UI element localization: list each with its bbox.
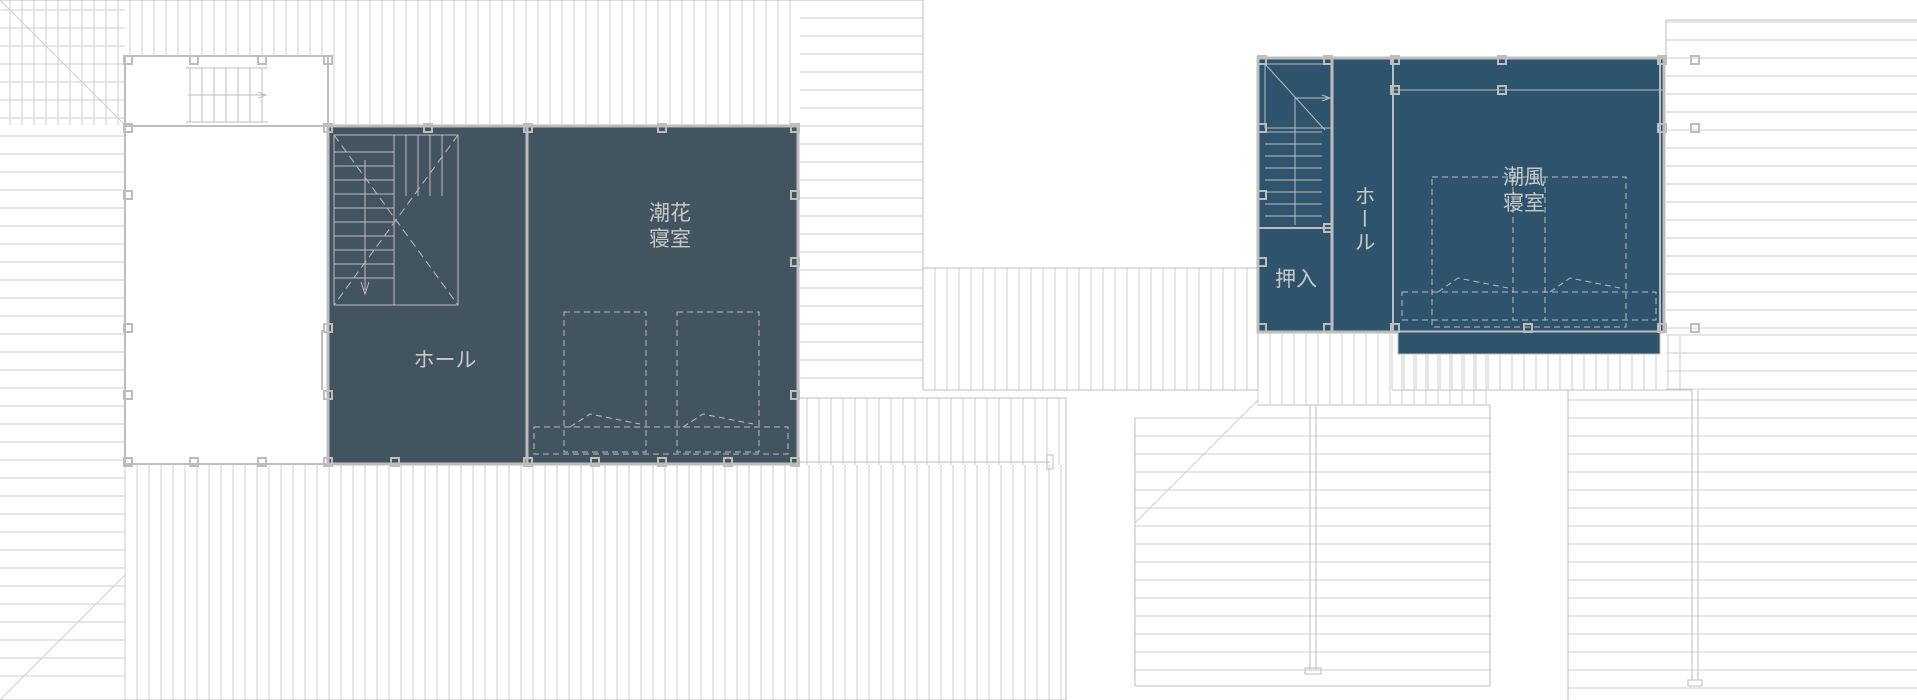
room-label-shiokaze-bedroom: 潮風 寝室 bbox=[1474, 164, 1574, 216]
column-post bbox=[590, 457, 600, 467]
stair-arrow-icon bbox=[257, 91, 268, 99]
column-post bbox=[1657, 123, 1667, 133]
stair-outline bbox=[1264, 63, 1333, 129]
column-post bbox=[1257, 323, 1267, 333]
room-label-line: 寝室 bbox=[1503, 191, 1545, 215]
column-posts bbox=[123, 55, 1700, 467]
stair-arrow-icon bbox=[1321, 94, 1332, 102]
downpipe-base bbox=[1304, 667, 1322, 675]
room-label-hall-left: ホール bbox=[413, 348, 477, 372]
column-post bbox=[1257, 190, 1267, 200]
column-post bbox=[790, 190, 800, 200]
column-post bbox=[123, 190, 133, 200]
column-post bbox=[323, 123, 333, 133]
column-post bbox=[1690, 123, 1700, 133]
column-post bbox=[1523, 323, 1533, 333]
room-label-closet: 押入 bbox=[1275, 267, 1317, 291]
column-post bbox=[1390, 55, 1400, 65]
bed-footboard bbox=[1401, 291, 1657, 321]
room-right-bay bbox=[1397, 331, 1661, 355]
column-post bbox=[1323, 323, 1333, 333]
column-post bbox=[257, 457, 267, 467]
column-post bbox=[323, 457, 333, 467]
column-post bbox=[189, 55, 199, 65]
column-post bbox=[1257, 55, 1267, 65]
rooms bbox=[124, 55, 1666, 466]
column-post bbox=[1690, 55, 1700, 65]
column-post bbox=[1497, 55, 1507, 65]
stair-bay bbox=[124, 125, 329, 465]
column-post bbox=[257, 55, 267, 65]
room-label-line: 潮花 bbox=[649, 201, 691, 225]
column-post bbox=[790, 257, 800, 267]
room-label-hall-right: ホール bbox=[1352, 184, 1376, 254]
column-post bbox=[123, 323, 133, 333]
column-post bbox=[1657, 323, 1667, 333]
column-post bbox=[323, 55, 333, 65]
bed-outline bbox=[676, 311, 760, 453]
column-post bbox=[123, 390, 133, 400]
column-post bbox=[1497, 85, 1507, 95]
column-post bbox=[657, 457, 667, 467]
bed-outline bbox=[563, 311, 647, 453]
gutter-end bbox=[1046, 454, 1054, 470]
column-post bbox=[657, 123, 667, 133]
stair-arrow-icon bbox=[360, 160, 370, 296]
column-post bbox=[723, 457, 733, 467]
room-label-line: 潮風 bbox=[1503, 165, 1545, 189]
roof-hip-line bbox=[0, 0, 126, 126]
roof-hip-line bbox=[0, 574, 126, 700]
column-post bbox=[1390, 85, 1400, 95]
column-post bbox=[423, 123, 433, 133]
stair-dash bbox=[333, 134, 459, 306]
room-right-block bbox=[1256, 56, 1666, 334]
column-post bbox=[790, 123, 800, 133]
stair-hip bbox=[1264, 63, 1326, 131]
bed-outline bbox=[1431, 176, 1627, 328]
column-post bbox=[1257, 257, 1267, 267]
room-left-block bbox=[326, 124, 800, 466]
column-post bbox=[1323, 55, 1333, 65]
column-post bbox=[323, 323, 333, 333]
column-post bbox=[1257, 123, 1267, 133]
column-post bbox=[1690, 323, 1700, 333]
bed-pillow-line bbox=[569, 413, 641, 428]
column-post bbox=[1657, 55, 1667, 65]
column-post bbox=[123, 123, 133, 133]
column-post bbox=[790, 457, 800, 467]
column-post bbox=[189, 457, 199, 467]
column-post bbox=[523, 457, 533, 467]
roof-hip-line bbox=[1134, 399, 1259, 524]
room-label-shioka-bedroom: 潮花 寝室 bbox=[620, 200, 720, 252]
column-post bbox=[323, 390, 333, 400]
column-post bbox=[1323, 223, 1333, 233]
stair-landing bbox=[393, 134, 459, 306]
column-post bbox=[1390, 323, 1400, 333]
column-post bbox=[523, 123, 533, 133]
column-post bbox=[123, 457, 133, 467]
column-post bbox=[390, 457, 400, 467]
column-post bbox=[790, 390, 800, 400]
bed-pillow-line bbox=[1549, 277, 1621, 293]
room-details bbox=[186, 63, 1665, 455]
downpipe-base bbox=[1687, 679, 1703, 687]
bed-pillow-line bbox=[682, 413, 754, 428]
room-label-line: 寝室 bbox=[649, 227, 691, 251]
column-post bbox=[123, 55, 133, 65]
bed-pillow-line bbox=[1437, 277, 1509, 293]
